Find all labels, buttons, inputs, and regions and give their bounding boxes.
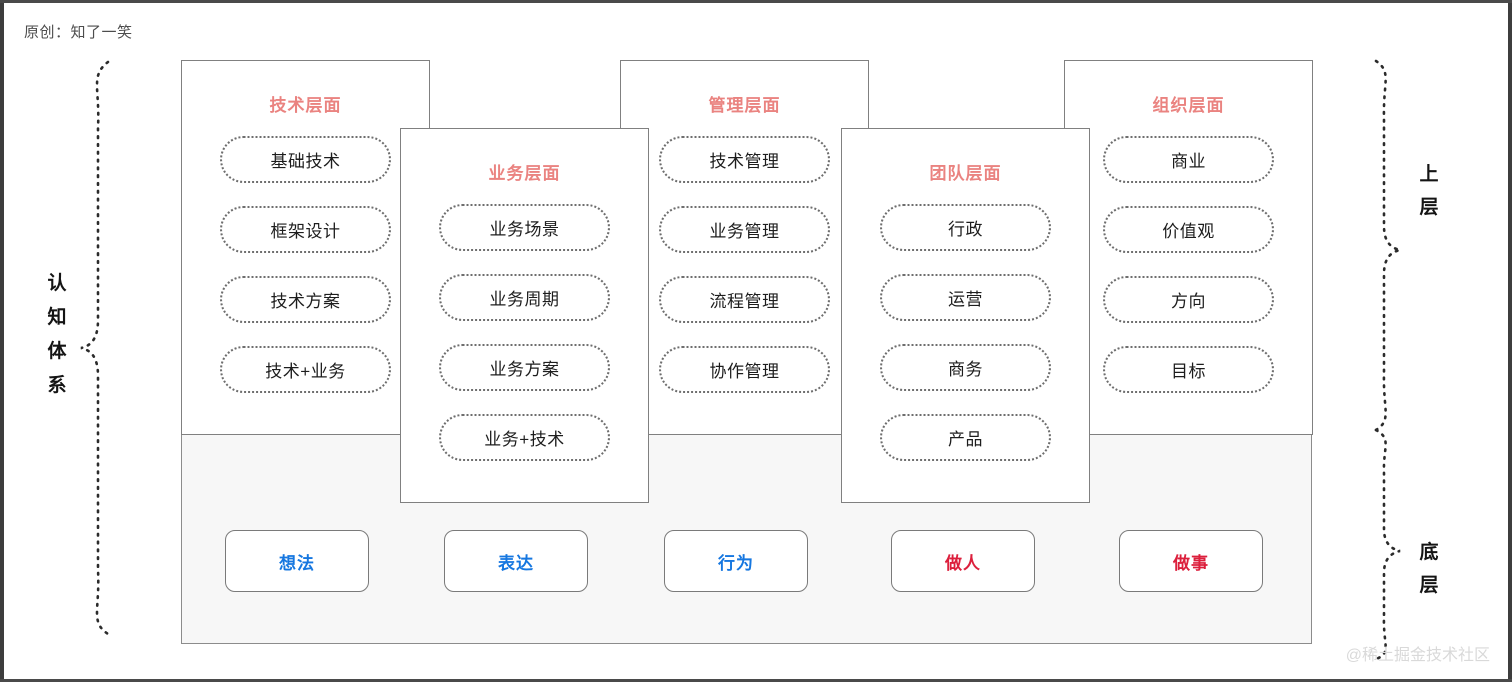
layer-column-business[interactable]: 业务层面 业务场景 业务周期 业务方案 业务+技术: [400, 128, 649, 503]
bottom-button-label: 做人: [945, 553, 981, 573]
pill-item[interactable]: 协作管理: [659, 346, 830, 393]
pill-list-technology: 基础技术 框架设计 技术方案 技术+业务: [182, 136, 429, 393]
pill-item[interactable]: 行政: [880, 204, 1051, 251]
bottom-button-label: 表达: [498, 553, 534, 573]
layer-column-management[interactable]: 管理层面 技术管理 业务管理 流程管理 协作管理: [620, 60, 869, 435]
left-brace-icon: [80, 60, 110, 636]
pill-item[interactable]: 流程管理: [659, 276, 830, 323]
column-title-team: 团队层面: [929, 164, 1002, 183]
pill-item[interactable]: 业务管理: [659, 206, 830, 253]
bottom-button-behavior[interactable]: 行为: [664, 530, 808, 592]
column-title-technology: 技术层面: [269, 96, 342, 115]
bottom-button-label: 想法: [279, 553, 315, 573]
watermark-text: @稀土掘金技术社区: [1345, 647, 1490, 664]
layer-column-organization[interactable]: 组织层面 商业 价值观 方向 目标: [1064, 60, 1313, 435]
lower-brace-icon: [1374, 428, 1401, 661]
pill-item[interactable]: 商务: [880, 344, 1051, 391]
bottom-button-doing-things[interactable]: 做事: [1119, 530, 1263, 592]
left-label-char-4: 系: [47, 375, 67, 396]
pill-item[interactable]: 业务+技术: [439, 414, 610, 461]
pill-item[interactable]: 商业: [1103, 136, 1274, 183]
bottom-button-label: 行为: [718, 553, 754, 573]
lower-label-char-2: 层: [1419, 575, 1439, 596]
upper-brace-icon: [1374, 59, 1401, 432]
bottom-button-expression[interactable]: 表达: [444, 530, 588, 592]
left-label-char-1: 认: [47, 273, 67, 294]
bottom-button-label: 做事: [1173, 553, 1209, 573]
pill-item[interactable]: 目标: [1103, 346, 1274, 393]
pill-item[interactable]: 业务周期: [439, 274, 610, 321]
pill-item[interactable]: 技术管理: [659, 136, 830, 183]
left-label-char-3: 体: [47, 341, 67, 362]
pill-list-organization: 商业 价值观 方向 目标: [1065, 136, 1312, 393]
left-label-char-2: 知: [47, 307, 67, 328]
pill-item[interactable]: 技术方案: [220, 276, 391, 323]
pill-item[interactable]: 业务场景: [439, 204, 610, 251]
layer-column-technology[interactable]: 技术层面 基础技术 框架设计 技术方案 技术+业务: [181, 60, 430, 435]
pill-item[interactable]: 业务方案: [439, 344, 610, 391]
column-title-management: 管理层面: [708, 96, 781, 115]
pill-item[interactable]: 运营: [880, 274, 1051, 321]
upper-label-char-2: 层: [1419, 197, 1439, 218]
pill-item[interactable]: 技术+业务: [220, 346, 391, 393]
pill-item[interactable]: 框架设计: [220, 206, 391, 253]
pill-item[interactable]: 价值观: [1103, 206, 1274, 253]
layer-column-team[interactable]: 团队层面 行政 运营 商务 产品: [841, 128, 1090, 503]
pill-item[interactable]: 方向: [1103, 276, 1274, 323]
column-title-business: 业务层面: [488, 164, 561, 183]
pill-list-business: 业务场景 业务周期 业务方案 业务+技术: [401, 204, 648, 461]
column-title-organization: 组织层面: [1152, 96, 1225, 115]
upper-label-char-1: 上: [1419, 164, 1439, 185]
pill-list-management: 技术管理 业务管理 流程管理 协作管理: [621, 136, 868, 393]
bottom-layer-label: 底 层: [1412, 536, 1446, 602]
upper-layer-label: 上 层: [1412, 158, 1446, 224]
bottom-button-being-person[interactable]: 做人: [891, 530, 1035, 592]
cognition-system-label: 认 知 体 系: [40, 267, 74, 403]
bottom-button-idea[interactable]: 想法: [225, 530, 369, 592]
credit-text: 原创：知了一笑: [24, 24, 133, 41]
lower-label-char-1: 底: [1419, 542, 1439, 563]
pill-list-team: 行政 运营 商务 产品: [842, 204, 1089, 461]
pill-item[interactable]: 基础技术: [220, 136, 391, 183]
pill-item[interactable]: 产品: [880, 414, 1051, 461]
